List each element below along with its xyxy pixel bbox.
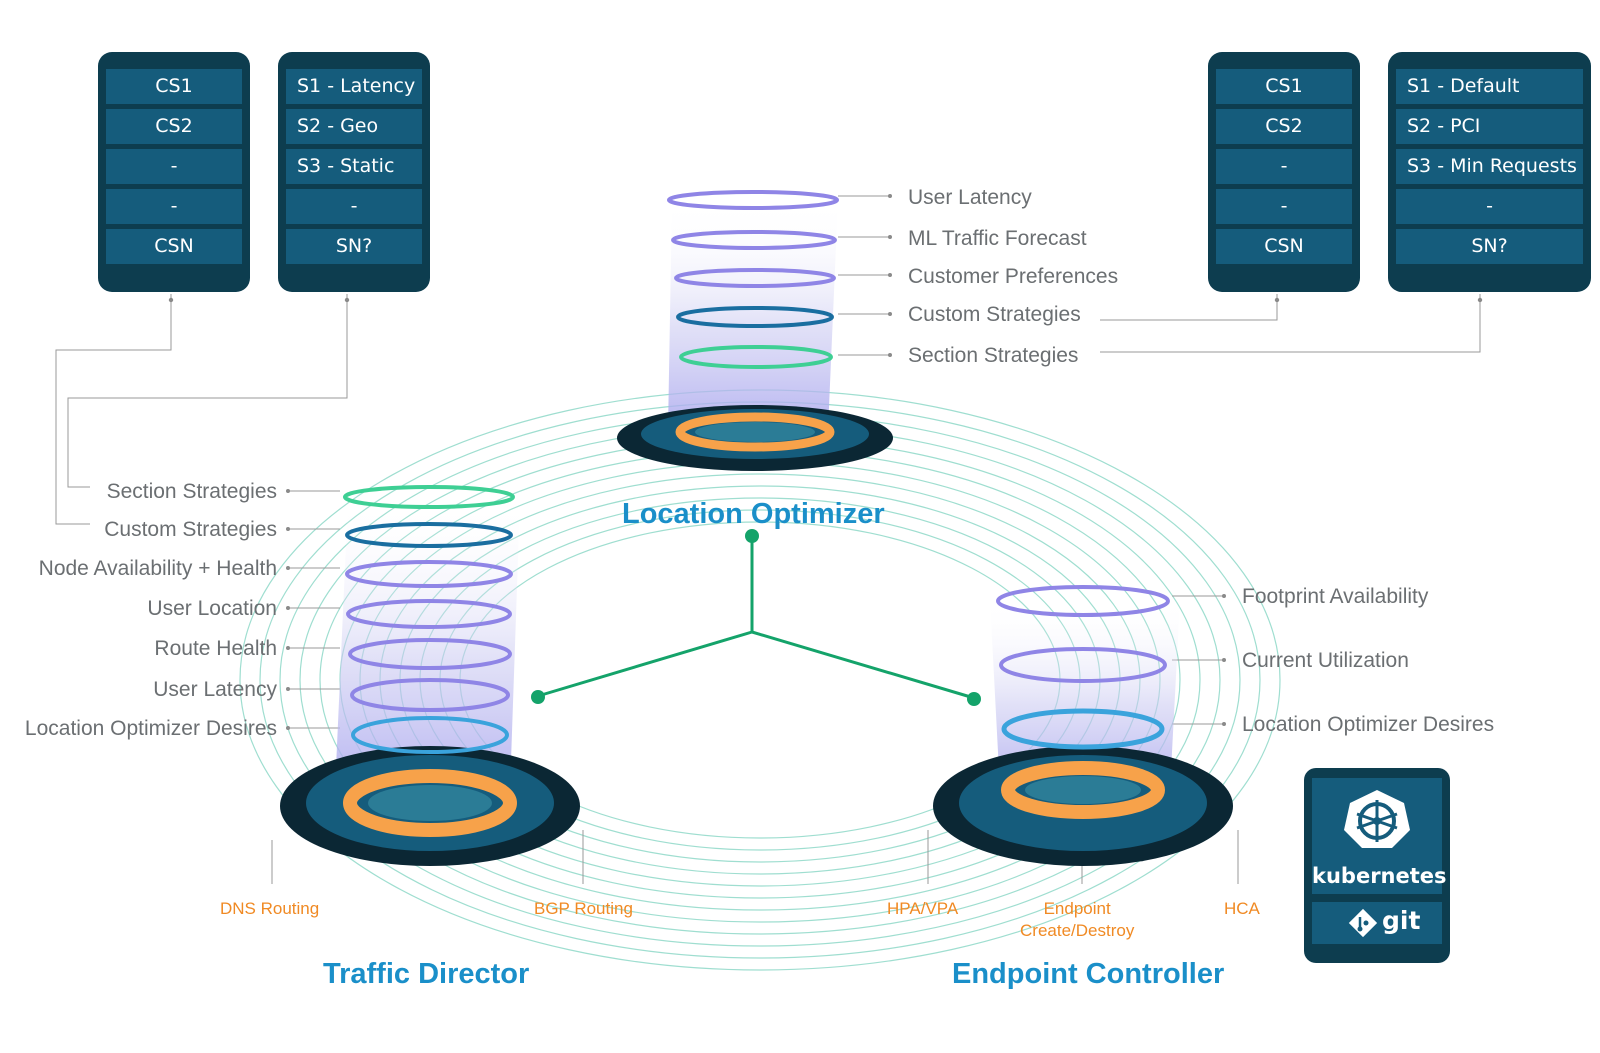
card-row: CS1 [106,69,242,104]
td-layer-label: User Latency [153,678,277,701]
lo-layer-label: ML Traffic Forecast [908,227,1087,250]
card-row: S3 - Min Requests [1396,149,1583,184]
td-layer-label: Custom Strategies [104,518,277,541]
td-layer-label: Node Availability + Health [38,557,277,580]
location-optimizer-title: Location Optimizer [622,498,885,530]
git-panel: git [1312,902,1442,944]
link-node-top [745,529,759,543]
card-connectors [55,195,1481,884]
ec-layer-label: Location Optimizer Desires [1242,713,1495,736]
git-label: git [1382,906,1421,935]
link-node-left [531,690,545,704]
connector-dots [168,194,1483,730]
card-row: - [106,149,242,184]
card-row: S2 - PCI [1396,109,1583,144]
card-row: - [286,189,422,224]
ec-output-label: HCA [1224,899,1260,918]
card-row: CSN [1216,229,1352,264]
card-row: S1 - Default [1396,69,1583,104]
endpoint-controller-stack [933,585,1233,866]
ec-layer-label: Current Utilization [1242,649,1409,672]
card-row: - [106,189,242,224]
card-row: SN? [1396,229,1583,264]
card-row: - [1396,189,1583,224]
card-row: S2 - Geo [286,109,422,144]
td-output-label: BGP Routing [534,899,633,918]
card-row: CS2 [1216,109,1352,144]
td-output-label: DNS Routing [220,899,320,918]
platform-card: kubernetes git [1304,768,1450,963]
card-row: CS2 [106,109,242,144]
traffic-director-stack [280,485,580,866]
git-diamond-icon [1348,908,1378,938]
component-link [537,536,975,700]
kubernetes-label: kubernetes [1312,864,1447,888]
card-row: SN? [286,229,422,264]
endpoint-controller-title: Endpoint Controller [952,958,1225,990]
kubernetes-helm-icon [1344,790,1410,848]
td-layer-label: Route Health [154,637,277,660]
left-section-strategies-card: S1 - Latency S2 - Geo S3 - Static - SN? [278,52,430,292]
link-node-right [967,692,981,706]
ec-layer-label: Footprint Availability [1242,585,1429,608]
lo-layer-label: Section Strategies [908,344,1079,367]
kubernetes-panel: kubernetes [1312,778,1447,894]
left-custom-strategies-card: CS1 CS2 - - CSN [98,52,250,292]
td-layer-label: Section Strategies [106,480,277,503]
td-layer-label: Location Optimizer Desires [24,717,277,740]
card-row: CSN [106,229,242,264]
traffic-director-title: Traffic Director [323,958,530,990]
right-section-strategies-card: S1 - Default S2 - PCI S3 - Min Requests … [1388,52,1591,292]
td-layer-label: User Location [147,597,277,620]
lo-layer-label: User Latency [908,186,1032,209]
location-optimizer-stack [617,190,893,471]
card-row: S1 - Latency [286,69,422,104]
lo-layer-label: Customer Preferences [908,265,1119,288]
right-custom-strategies-card: CS1 CS2 - - CSN [1208,52,1360,292]
ec-output-label: HPA/VPA [887,899,959,918]
ec-output-label: Endpoint Create/Destroy [1020,899,1135,940]
card-row: - [1216,149,1352,184]
card-row: CS1 [1216,69,1352,104]
lo-layer-label: Custom Strategies [908,303,1081,326]
card-row: - [1216,189,1352,224]
card-row: S3 - Static [286,149,422,184]
